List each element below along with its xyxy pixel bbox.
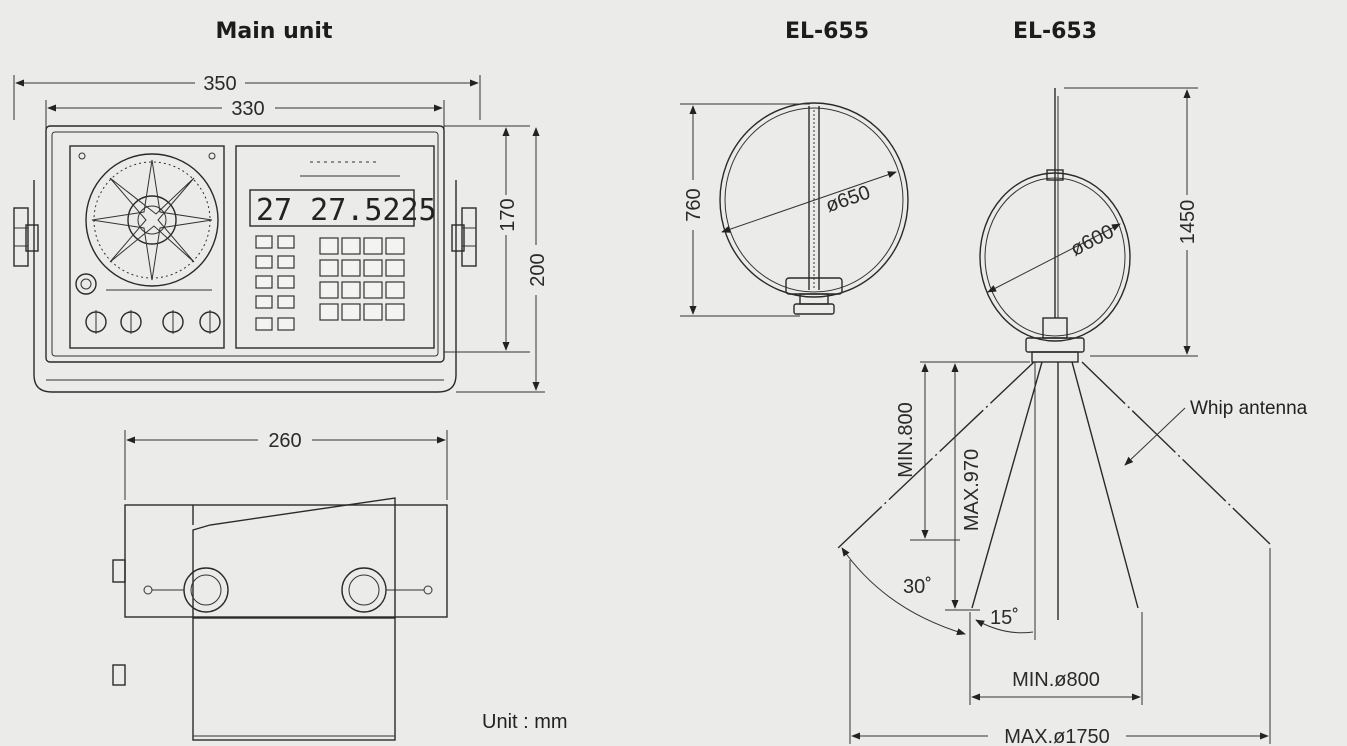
el655-diameter: ø650: [823, 182, 873, 218]
main-unit-front-view: 350 330: [13, 73, 549, 393]
angle-15: 15˚: [990, 607, 1019, 629]
dim-350: 350: [203, 73, 236, 95]
dim-330: 330: [231, 98, 264, 120]
dim-260: 260: [268, 430, 301, 452]
main-unit-title: Main unit: [216, 19, 333, 44]
el653-diameter: ø600: [1067, 221, 1118, 261]
dim-200: 200: [527, 253, 549, 286]
el653-height: 1450: [1177, 200, 1199, 245]
whip-elements: [837, 361, 1271, 640]
el655-title: EL-655: [785, 19, 869, 44]
whip-antenna-label: Whip antenna: [1190, 398, 1308, 419]
el653-min-height: MIN.800: [895, 402, 917, 478]
el653-max-height: MAX.970: [961, 449, 983, 531]
main-unit-side-view: 260 Unit : mm: [112, 430, 568, 741]
frequency-display: 27 27.5225: [256, 193, 437, 228]
unit-note: Unit : mm: [482, 711, 568, 733]
angle-30: 30˚: [903, 576, 932, 598]
control-knobs: [85, 310, 221, 334]
el655-height: 760: [683, 188, 705, 221]
el655-loop-antenna: ø650 760: [680, 102, 909, 317]
el653-title: EL-653: [1013, 19, 1097, 44]
el653-min-spread: MIN.ø800: [1012, 669, 1100, 691]
el653-loop-antenna: ø600 1450 MIN.800 MAX.970 30˚ 15˚: [837, 87, 1308, 746]
keypad: [255, 235, 405, 331]
dim-170: 170: [497, 198, 519, 231]
el653-max-spread: MAX.ø1750: [1004, 726, 1110, 746]
